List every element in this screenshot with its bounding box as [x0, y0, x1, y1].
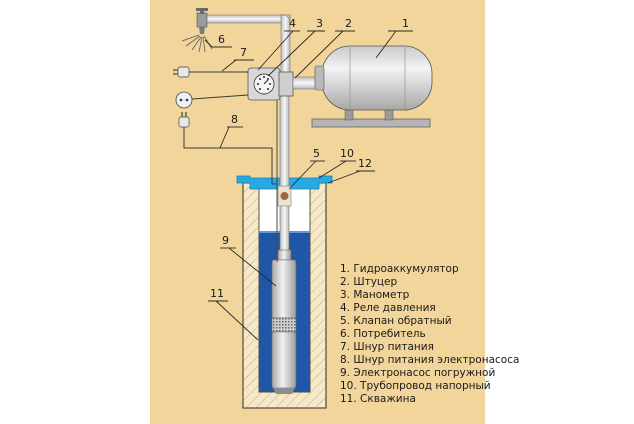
faucet	[196, 8, 208, 34]
fitting-assembly	[247, 67, 320, 101]
legend-item-2: 2. Штуцер	[340, 276, 398, 288]
legend-item-6: 6. Потребитель	[340, 328, 426, 340]
socket-icon	[175, 91, 193, 109]
legend-item-10: 10. Трубопровод напорный	[340, 380, 491, 392]
plug-icon	[177, 66, 190, 78]
check-valve	[277, 185, 292, 207]
legend-item-7: 7. Шнур питания	[340, 341, 434, 353]
callout-8: 8	[231, 113, 238, 126]
legend-item-11: 11. Скважина	[340, 393, 416, 405]
hydroaccumulator	[311, 45, 433, 128]
plug-icon-2	[178, 116, 190, 128]
callout-9: 9	[222, 234, 229, 247]
tank-body	[321, 45, 433, 111]
legend: 1. Гидроаккумулятор 2. Штуцер 3. Маномет…	[340, 263, 519, 405]
submersible-pump	[271, 249, 297, 394]
callout-11: 11	[210, 287, 224, 300]
callout-3: 3	[316, 17, 323, 30]
water-spray	[181, 34, 213, 53]
legend-item-1: 1. Гидроаккумулятор	[340, 263, 459, 275]
callout-1: 1	[402, 17, 409, 30]
tank-base	[311, 118, 431, 128]
legend-item-3: 3. Манометр	[340, 289, 410, 301]
fitting-block	[278, 71, 294, 97]
callout-4: 4	[289, 17, 296, 30]
leader-lines	[204, 30, 413, 341]
callout-2: 2	[345, 17, 352, 30]
legend-item-5: 5. Клапан обратный	[340, 315, 452, 327]
pressure-pipe	[279, 85, 290, 257]
power-cord	[173, 66, 248, 78]
callout-12: 12	[358, 157, 372, 170]
legend-item-8: 8. Шнур питания электронасоса	[340, 354, 519, 366]
pump-intake-mesh	[271, 317, 297, 333]
callout-6: 6	[218, 33, 225, 46]
callout-10: 10	[340, 147, 354, 160]
callout-5: 5	[313, 147, 320, 160]
legend-item-9: 9. Электронасос погружной	[340, 367, 495, 379]
pump-power-cord	[175, 91, 277, 185]
callout-7: 7	[240, 46, 247, 59]
legend-item-4: 4. Реле давления	[340, 302, 436, 314]
